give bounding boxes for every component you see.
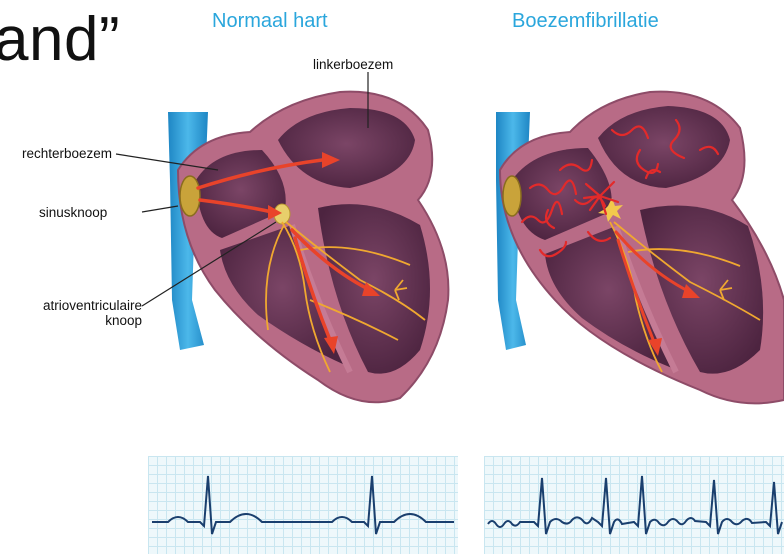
af-heart-illustration (496, 92, 784, 404)
label-av-line1: atrioventriculaire (8, 298, 142, 313)
label-av-line2: knoop (8, 313, 142, 328)
ecg-trace-normal (148, 456, 458, 554)
ecg-strip-af (484, 456, 784, 554)
label-linkerboezem: linkerboezem (313, 57, 393, 72)
normal-heart-illustration (116, 72, 448, 402)
label-atrioventricular-node: atrioventriculaire knoop (8, 298, 142, 328)
label-sinusknoop: sinusknoop (39, 205, 107, 220)
label-rechterboezem: rechterboezem (22, 146, 112, 161)
sinus-node (180, 176, 200, 216)
ecg-strip-normal (148, 456, 458, 554)
ecg-trace-af (484, 456, 784, 554)
